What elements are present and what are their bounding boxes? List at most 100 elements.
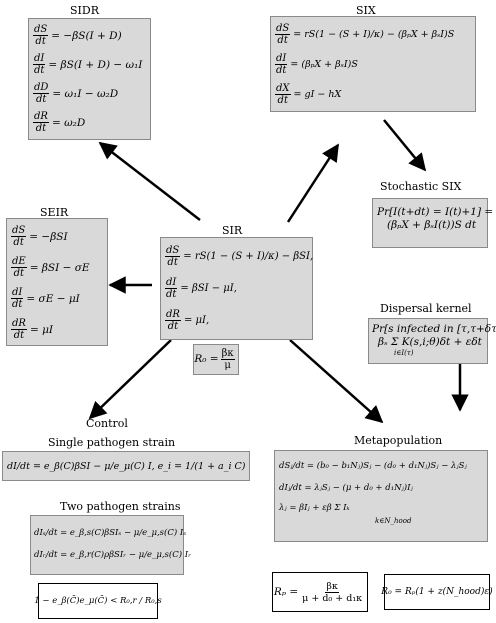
derivative-numerator: dR: [165, 308, 181, 321]
stochastic-line2: (βₚX + βₛI(t))S dt: [387, 219, 477, 231]
derivative-numerator: dI: [165, 276, 178, 289]
rp-num: βκ: [325, 580, 339, 593]
dispersal-line2: βₛ Σ K(s,i;θ)δt + εδt: [378, 336, 482, 348]
derivative-denominator: dt: [276, 64, 287, 76]
derivative-denominator: dt: [35, 123, 47, 134]
derivative-numerator: dE: [11, 256, 27, 268]
derivative-denominator: dt: [13, 330, 25, 341]
derivative-denominator: dt: [13, 237, 24, 248]
derivative-numerator: dI: [33, 53, 46, 65]
stochastic-title: Stochastic SIX: [380, 180, 462, 193]
stochastic-box: Pr[I(t+dt) = I(t)+1] = (βₚX + βₛI(t))S d…: [372, 198, 494, 248]
equation-rhs: = rS(1 − (S + I)/κ) − (βₚX + βₛI)S: [293, 28, 455, 40]
condition-box: 1 − e_β(C̄)e_μ(C̄) < R₀,r / R₀,s: [34, 583, 162, 619]
two-strains-title: Two pathogen strains: [60, 500, 181, 513]
arrow-to-sidr: [98, 141, 201, 221]
derivative-numerator: dS: [11, 225, 27, 237]
arrow-to-meta: [289, 339, 384, 424]
derivative-denominator: dt: [277, 94, 288, 106]
single-strain-box: dI/dt = e_β(C)βSI − μ/e_μ(C) I, e_i = 1/…: [2, 451, 250, 481]
derivative-denominator: dt: [12, 299, 23, 310]
two-strains-box: dIₛ/dt = e_β,s(C)βSIₛ − μ/e_μ,s(C) Iₛ dI…: [30, 515, 192, 575]
meta-eq2: dIⱼ/dt = λⱼSⱼ − (μ + d₀ + d₁Nⱼ)Iⱼ: [279, 483, 413, 493]
arrow-to-six: [286, 143, 340, 223]
derivative-numerator: dD: [33, 82, 50, 94]
dispersal-line1: Pr[s infected in [τ,τ+δτ]] =: [372, 323, 496, 335]
equation-rhs: = −βSI: [29, 230, 68, 243]
condition-text: 1 − e_β(C̄)e_μ(C̄) < R₀,r / R₀,s: [34, 595, 162, 606]
equation-rhs: = βSI − σE: [29, 261, 90, 274]
r0-meta-box: R₀ = Rₚ(1 + z(N_hood)ε): [381, 574, 493, 610]
six-title: SIX: [356, 4, 376, 17]
equation-rhs: = βS(I + D) − ω₁I: [48, 58, 143, 71]
single-strain-title: Single pathogen strain: [48, 436, 176, 449]
dispersal-box: Pr[s infected in [τ,τ+δτ]] = βₛ Σ K(s,i;…: [368, 318, 496, 364]
derivative-denominator: dt: [13, 268, 25, 279]
meta-eq3-sub: k∈N_hood: [375, 517, 412, 525]
equation-rhs: = μI,: [183, 314, 210, 326]
derivative-numerator: dS: [165, 244, 181, 257]
derivative-denominator: dt: [36, 94, 47, 105]
equation-rhs: = ω₂D: [51, 116, 86, 129]
two-strains-eq2: dIᵣ/dt = e_β,r(C)ρβSIᵣ − μ/e_μ,s(C) Iᵣ: [34, 550, 192, 560]
dispersal-title: Dispersal kernel: [380, 302, 472, 315]
derivative-denominator: dt: [35, 36, 46, 47]
equation-rhs: = −βS(I + D): [51, 29, 122, 42]
stochastic-line1: Pr[I(t+dt) = I(t)+1] =: [377, 206, 494, 218]
derivative-denominator: dt: [167, 320, 179, 332]
equation-rhs: = σE − μI: [26, 292, 80, 305]
sir-title: SIR: [222, 224, 243, 237]
meta-box: dSⱼ/dt = (b₀ − b₁Nⱼ)Sⱼ − (d₀ + d₁Nⱼ)Sⱼ −…: [274, 450, 488, 542]
derivative-numerator: dR: [11, 318, 27, 330]
derivative-numerator: dI: [275, 52, 288, 65]
equation-rhs: = μI: [29, 323, 54, 336]
derivative-numerator: dX: [275, 82, 291, 95]
arrow-to-control: [88, 339, 172, 420]
r0-meta-text: R₀ = Rₚ(1 + z(N_hood)ε): [381, 586, 493, 597]
single-strain-eq: dI/dt = e_β(C)βSI − μ/e_μ(C) I, e_i = 1/…: [7, 460, 246, 472]
meta-eq1: dSⱼ/dt = (b₀ − b₁Nⱼ)Sⱼ − (d₀ + d₁Nⱼ)Sⱼ −…: [279, 461, 467, 471]
meta-title: Metapopulation: [354, 434, 443, 447]
derivative-numerator: dS: [33, 24, 49, 36]
derivative-denominator: dt: [167, 256, 178, 268]
sir-r0-num: βκ: [220, 348, 235, 360]
sir-r0-den: μ: [224, 360, 231, 371]
derivative-numerator: dR: [33, 111, 49, 123]
dispersal-sub: i∈I(τ): [394, 349, 414, 357]
equation-rhs: = rS(1 − (S + I)/κ) − βSI,: [183, 250, 314, 262]
rp-lhs: Rₚ =: [273, 585, 299, 598]
seir-title: SEIR: [40, 206, 69, 219]
sidr-title: SIDR: [70, 4, 99, 17]
derivative-denominator: dt: [277, 34, 288, 46]
meta-eq3: λⱼ = βIⱼ + εβ Σ Iₖ: [279, 503, 350, 513]
